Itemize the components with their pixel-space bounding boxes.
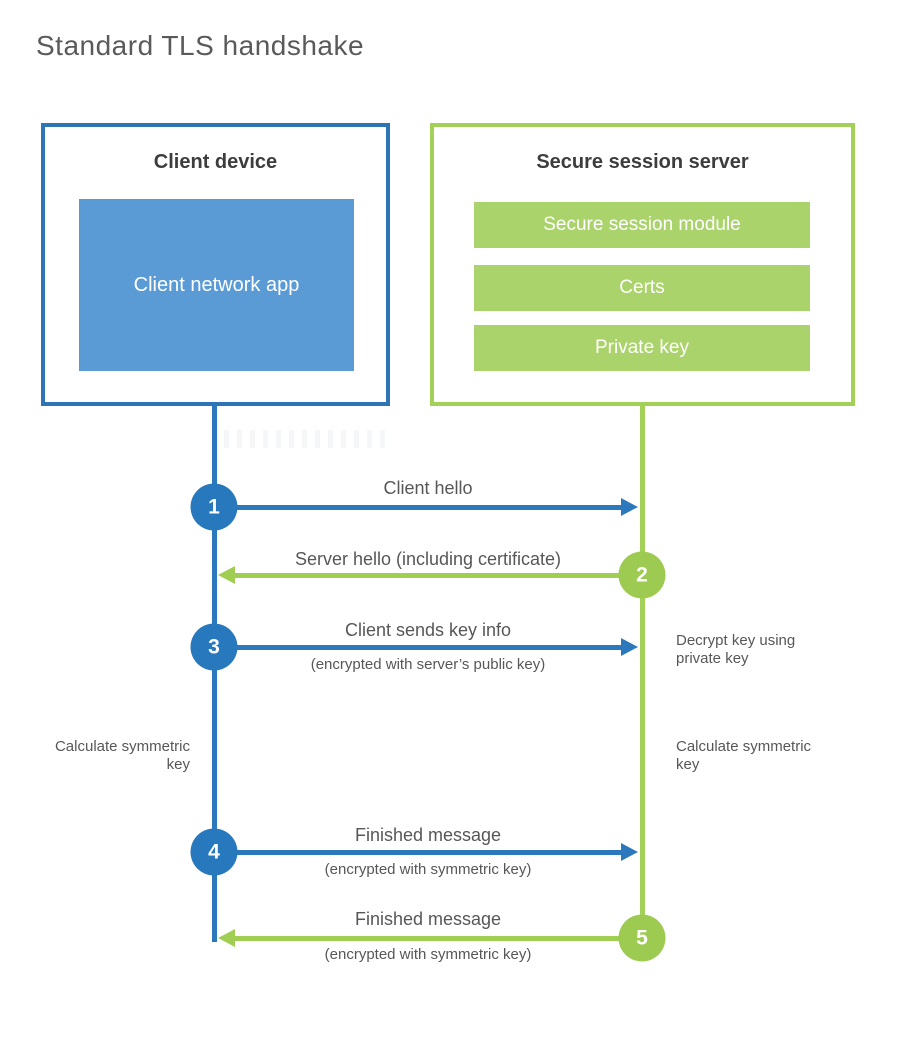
step3-circle: 3 <box>190 623 238 671</box>
step5-label: Finished message <box>354 909 502 929</box>
step2-arrow-shaft <box>234 572 640 578</box>
step3-sublabel: (encrypted with server’s public key) <box>310 656 546 673</box>
step1-label: Client hello <box>383 478 473 498</box>
server-lifeline <box>640 406 645 938</box>
client-network-app-box: Client network app <box>79 199 354 371</box>
note-calculate-symmetric-key-server: Calculate symmetric key <box>676 738 812 773</box>
client-device-title: Client device <box>153 151 278 173</box>
step2-number: 2 <box>636 563 648 586</box>
step4-arrow-shaft <box>217 849 623 855</box>
note-decrypt-key: Decrypt key using private key <box>676 632 796 667</box>
step3-arrowhead-right-icon <box>621 638 638 656</box>
secure-session-server-box: Secure session server Secure session mod… <box>430 123 855 406</box>
step4-label: Finished message <box>354 825 502 845</box>
step5-number: 5 <box>636 926 648 949</box>
step5-sublabel: (encrypted with symmetric key) <box>324 946 532 963</box>
server-module-label: Secure session module <box>543 214 741 235</box>
step3-number: 3 <box>208 635 220 658</box>
step4-number: 4 <box>208 840 220 863</box>
step5-arrow-shaft <box>234 935 640 941</box>
client-device-box: Client device Client network app <box>41 123 390 406</box>
faded-dashes-artifact <box>224 430 392 448</box>
server-module-bar: Certs <box>474 265 810 311</box>
step5-circle: 5 <box>618 914 666 962</box>
step2-circle: 2 <box>618 551 666 599</box>
step4-sublabel: (encrypted with symmetric key) <box>324 861 532 878</box>
server-module-bar: Private key <box>474 325 810 371</box>
step1-number: 1 <box>208 495 220 518</box>
step2-label: Server hello (including certificate) <box>294 549 562 569</box>
step3-arrow-shaft <box>217 644 623 650</box>
secure-session-server-title: Secure session server <box>536 151 749 173</box>
client-network-app-label: Client network app <box>133 273 300 296</box>
server-module-label: Certs <box>619 277 665 298</box>
client-lifeline <box>212 406 217 942</box>
step1-arrowhead-right-icon <box>621 498 638 516</box>
server-module-label: Private key <box>595 337 689 358</box>
step1-circle: 1 <box>190 483 238 531</box>
note-calculate-symmetric-key-client: Calculate symmetric key <box>54 738 190 773</box>
step4-circle: 4 <box>190 828 238 876</box>
step2-arrowhead-left-icon <box>218 566 235 584</box>
step5-arrowhead-left-icon <box>218 929 235 947</box>
step4-arrowhead-right-icon <box>621 843 638 861</box>
page-title: Standard TLS handshake <box>36 30 365 61</box>
step3-label: Client sends key info <box>344 620 512 640</box>
step1-arrow-shaft <box>217 504 623 510</box>
server-module-bar: Secure session module <box>474 202 810 248</box>
